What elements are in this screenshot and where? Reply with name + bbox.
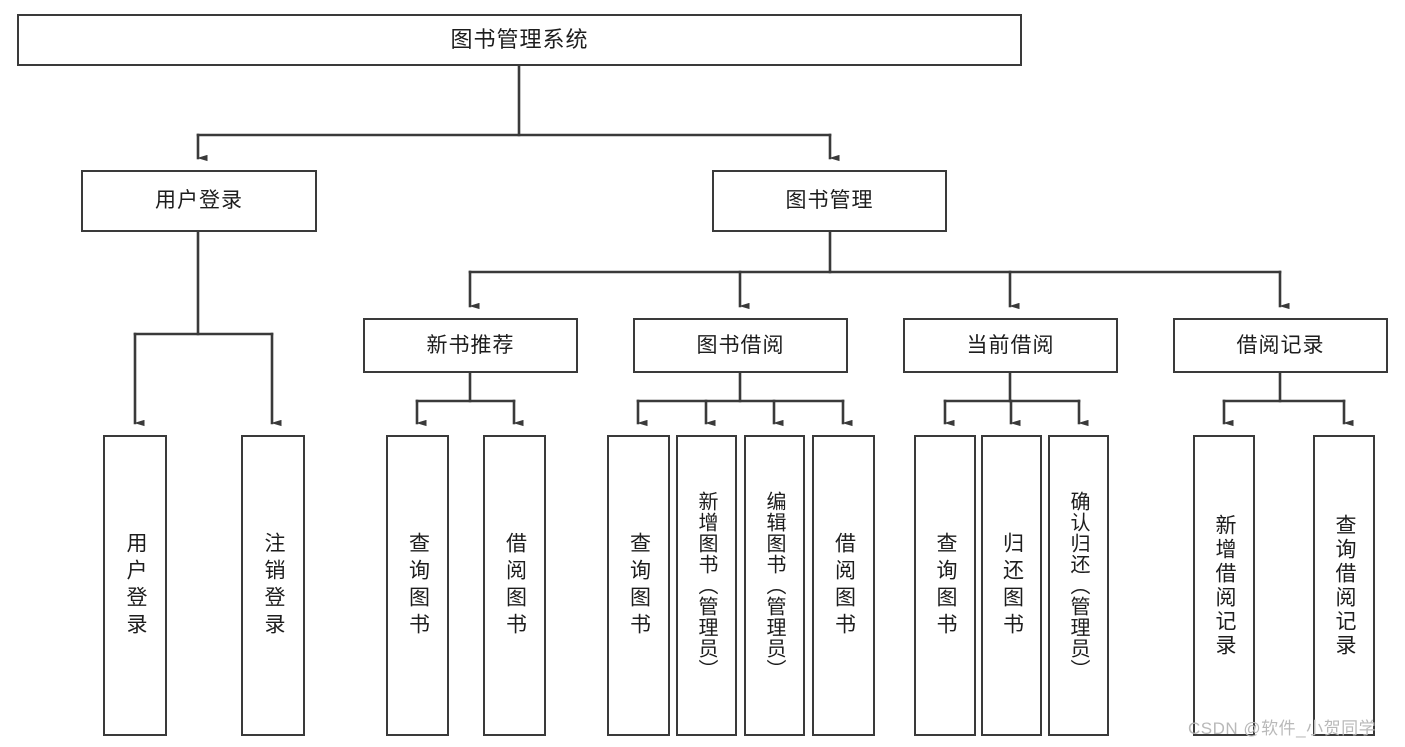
node-label: 查询图书 [627,531,651,640]
node-label: 确认归还（管理员） [1067,491,1089,680]
node-label: 归还图书 [1000,531,1024,640]
node-label: 编辑图书（管理员） [763,491,785,680]
node-label: 借阅记录 [1236,333,1325,357]
node-book-borrow[interactable]: 图书借阅 [633,318,848,373]
node-root-book-management-system[interactable]: 图书管理系统 [17,14,1022,66]
node-user-login[interactable]: 用户登录 [81,170,317,232]
node-book-management[interactable]: 图书管理 [712,170,947,232]
node-current-borrow[interactable]: 当前借阅 [903,318,1118,373]
leaf-edit-book-admin[interactable]: 编辑图书（管理员） [744,435,805,736]
node-label: 用户登录 [124,531,147,640]
csdn-watermark: CSDN @软件_小贺同学 [1188,719,1377,738]
node-label: 新增图书（管理员） [695,491,717,680]
node-label: 查询图书 [934,531,957,640]
leaf-user-login[interactable]: 用户登录 [103,435,167,736]
node-label: 图书管理 [785,189,874,213]
leaf-return-book[interactable]: 归还图书 [981,435,1042,736]
node-label: 图书借阅 [696,333,785,357]
node-label: 新增借阅记录 [1213,513,1236,658]
leaf-query-book-recommend[interactable]: 查询图书 [386,435,449,736]
leaf-query-book-current[interactable]: 查询图书 [914,435,976,736]
node-label: 注销登录 [262,531,285,640]
leaf-add-borrow-record[interactable]: 新增借阅记录 [1193,435,1255,736]
leaf-borrow-book-borrow[interactable]: 借阅图书 [812,435,875,736]
node-label: 查询借阅记录 [1333,513,1356,658]
leaf-confirm-return-admin[interactable]: 确认归还（管理员） [1048,435,1109,736]
leaf-borrow-book-recommend[interactable]: 借阅图书 [483,435,546,736]
leaf-query-book-borrow[interactable]: 查询图书 [607,435,670,736]
leaf-logout-login[interactable]: 注销登录 [241,435,305,736]
node-label: 借阅图书 [832,531,856,640]
node-label: 新书推荐 [426,333,515,357]
node-label: 当前借阅 [966,333,1055,357]
node-label: 用户登录 [155,189,243,213]
node-borrow-record[interactable]: 借阅记录 [1173,318,1388,373]
leaf-add-book-admin[interactable]: 新增图书（管理员） [676,435,737,736]
node-label: 查询图书 [406,531,430,640]
node-new-book-recommend[interactable]: 新书推荐 [363,318,578,373]
leaf-query-borrow-record[interactable]: 查询借阅记录 [1313,435,1375,736]
node-label: 借阅图书 [503,531,527,640]
node-label: 图书管理系统 [450,26,589,52]
